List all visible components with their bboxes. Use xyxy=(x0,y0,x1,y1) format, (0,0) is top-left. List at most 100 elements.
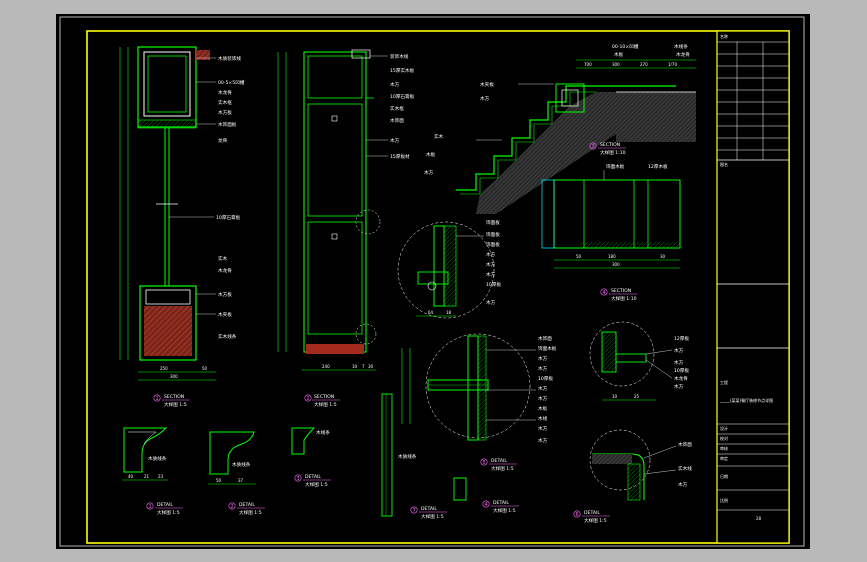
detail-b-vertical xyxy=(467,335,479,441)
cad-viewport[interactable]: 250 50 300 木质装饰线 00-5×5凹槽 木龙骨 实木框 木方板 木饰… xyxy=(56,14,810,549)
detail-b-label-0: 木饰面 xyxy=(538,335,552,342)
tb-sheet-number: 28 xyxy=(756,516,762,521)
cabinet-outer xyxy=(303,51,367,353)
detail-circle-a[interactable]: 饰面板 饰面板 饰面板 木方 木方 木方 10厚板 木方 64 18 xyxy=(397,219,501,319)
tag-number: 5 xyxy=(483,460,486,466)
stair-dim-0: 700 xyxy=(584,62,592,67)
right-label-0: 饰面木板 xyxy=(606,163,625,170)
section-right[interactable]: 180 50 300 30 饰面木板 12厚木板 4 SECTION 大样图 1… xyxy=(541,163,681,302)
right-label-1: 12厚木板 xyxy=(648,163,668,170)
tb-grid xyxy=(717,41,789,160)
moulding-dim-1: 21 xyxy=(144,474,150,479)
cornice-hatch xyxy=(196,50,210,60)
dim-label-a: 250 xyxy=(160,366,168,371)
section-mid[interactable]: 240 10 7 30 装饰木线 15厚实木板 木方 10厚石膏板 实木框 木饰… xyxy=(277,49,415,408)
tb-row-5: 比例 xyxy=(720,497,728,503)
base-box xyxy=(139,285,197,361)
detail-b-tag[interactable]: 5 DETAIL 大样图 1:5 xyxy=(480,458,517,472)
moulding-dim-2: 23 xyxy=(158,474,164,479)
detail-c-label-3: 10厚板 xyxy=(674,367,689,374)
detail-circle-c[interactable]: 12厚板 木方 木方 10厚板 木龙骨 木方 10 25 xyxy=(589,321,689,401)
section-left-tag[interactable]: 1 SECTION 大样图 1:5 xyxy=(153,394,190,408)
detail-circle-d[interactable]: 木饰面 实木线 木方 6 DETAIL 大样图 1:5 xyxy=(573,429,692,524)
tag-title: DETAIL xyxy=(493,500,509,506)
tag-scale: 大样图 1:5 xyxy=(314,401,337,408)
mid-label-4: 实木框 xyxy=(390,105,404,112)
label-l10: 木方板 xyxy=(218,291,232,298)
detail-c-labels: 12厚板 木方 木方 10厚板 木龙骨 木方 xyxy=(645,335,689,390)
stair-section[interactable]: 700 300 270 1/70 00-10×凹槽 木线条 木板 木龙骨 木夹板… xyxy=(424,43,696,214)
detail-c-dim-0: 10 xyxy=(612,394,618,399)
tag-scale: 大样图 1:5 xyxy=(164,401,187,408)
detail-c-label-2: 木方 xyxy=(674,359,684,366)
moulding-detail-4[interactable]: 4 DETAIL 大样图 1:5 xyxy=(453,477,519,514)
section-mid-tag[interactable]: 2 SECTION 大样图 1:5 xyxy=(304,394,340,408)
stair-box-inner xyxy=(561,89,579,107)
cabinet-handle-upper xyxy=(331,115,338,122)
right-dim-2: 300 xyxy=(612,262,620,267)
detail-a-label-5: 木方 xyxy=(486,271,496,278)
stair-dim-2: 270 xyxy=(640,62,648,67)
stair-label-1: 木线条 xyxy=(674,43,688,50)
moulding-dim-0: 40 xyxy=(128,474,134,479)
tag-title: DETAIL xyxy=(491,458,507,464)
tag-title: SECTION xyxy=(164,394,184,400)
section-right-tag[interactable]: 4 SECTION 大样图 1:10 xyxy=(600,288,637,302)
mid-label-3: 10厚石膏板 xyxy=(390,93,415,100)
moulding-note: 木线条 xyxy=(316,429,330,436)
tag-title: DETAIL xyxy=(584,510,600,516)
stair-profile xyxy=(456,85,676,191)
label-l6: 龙骨 xyxy=(218,137,228,144)
tag-number: 1 xyxy=(149,504,152,510)
detail-d-boundary xyxy=(589,429,651,491)
tag-title: SECTION xyxy=(611,288,631,294)
tb-row-2: 审核 xyxy=(720,445,728,451)
detail-d-tag[interactable]: 6 DETAIL 大样图 1:5 xyxy=(573,510,610,524)
detail-circle-b[interactable]: 木饰面 饰面木板 木方 木方 10厚板 木方 木方 木板 木线 木方 木方 5 … xyxy=(401,333,557,472)
detail-a-label-0: 饰面板 xyxy=(486,219,500,226)
detail-d-label-0: 木饰面 xyxy=(678,441,692,448)
detail-a-label-6: 10厚板 xyxy=(486,281,501,288)
title-block[interactable]: 名称 图名 工程 _____(某某)餐厅装修节点详图 设计 校对 审核 审 xyxy=(716,30,790,544)
moulding-detail-7[interactable]: 木质线条 7 DETAIL 大样图 1:5 xyxy=(381,393,447,520)
mid-dim-2: 7 xyxy=(362,364,365,369)
tag-scale: 大样图 1:5 xyxy=(305,481,328,488)
section-left[interactable]: 250 50 300 木质装饰线 00-5×5凹槽 木龙骨 实木框 木方板 木饰… xyxy=(119,46,245,408)
moulding-detail-1[interactable]: 木质线条 40 21 23 1 DETAIL 大样图 1:5 xyxy=(122,427,183,516)
moulding-detail-2[interactable]: 木质线条 50 37 2 DETAIL 大样图 1:5 xyxy=(208,431,265,516)
detail-d-hatch xyxy=(592,454,632,464)
stair-label-3: 木龙骨 xyxy=(676,51,690,58)
detail-d-labels: 木饰面 实木线 木方 xyxy=(643,441,692,488)
tb-row-3: 审定 xyxy=(720,455,728,461)
moulding-detail-3[interactable]: 木线条 3 DETAIL 大样图 1:5 xyxy=(291,427,331,488)
mid-label-2: 木方 xyxy=(390,81,400,88)
tag-scale: 大样图 1:5 xyxy=(584,517,607,524)
mid-label-5: 木饰面 xyxy=(390,117,404,124)
tb-sub-header: 图名 xyxy=(720,161,728,167)
base-top xyxy=(145,289,191,305)
detail-a-dim-0: 64 xyxy=(428,310,434,315)
stair-box xyxy=(555,83,585,113)
detail-a-base xyxy=(417,271,449,285)
detail-c-label-5: 木方 xyxy=(674,383,684,390)
label-l8: 实木 xyxy=(218,255,228,262)
detail-c-dim-1: 25 xyxy=(634,394,640,399)
mid-dim-3: 30 xyxy=(368,364,374,369)
detail-c-label-4: 木龙骨 xyxy=(674,375,688,382)
base-hatch xyxy=(144,306,192,356)
cabinet-panel-upper xyxy=(307,103,363,217)
stair-tag[interactable]: 3 SECTION 大样图 1:10 xyxy=(589,142,626,156)
detail-b-labels: 木饰面 饰面木板 木方 木方 10厚板 木方 木方 木板 木线 木方 木方 xyxy=(486,335,557,444)
cad-drawing-sheet[interactable]: 250 50 300 木质装饰线 00-5×5凹槽 木龙骨 实木框 木方板 木饰… xyxy=(56,14,810,549)
tb-row-1: 校对 xyxy=(720,435,728,441)
label-l0: 木质装饰线 xyxy=(218,55,241,62)
detail-b-label-2: 木方 xyxy=(538,355,548,362)
mid-label-1: 15厚实木板 xyxy=(390,67,415,74)
cabinet-cornice xyxy=(351,49,371,59)
tag-number: 1 xyxy=(156,396,159,402)
stair-label-0: 00-10×凹槽 xyxy=(612,43,639,50)
tb-project-label: 工程 xyxy=(720,379,728,385)
stair-label-2: 木板 xyxy=(614,51,624,58)
tag-number: 2 xyxy=(307,396,310,402)
frame-strip xyxy=(580,242,680,248)
